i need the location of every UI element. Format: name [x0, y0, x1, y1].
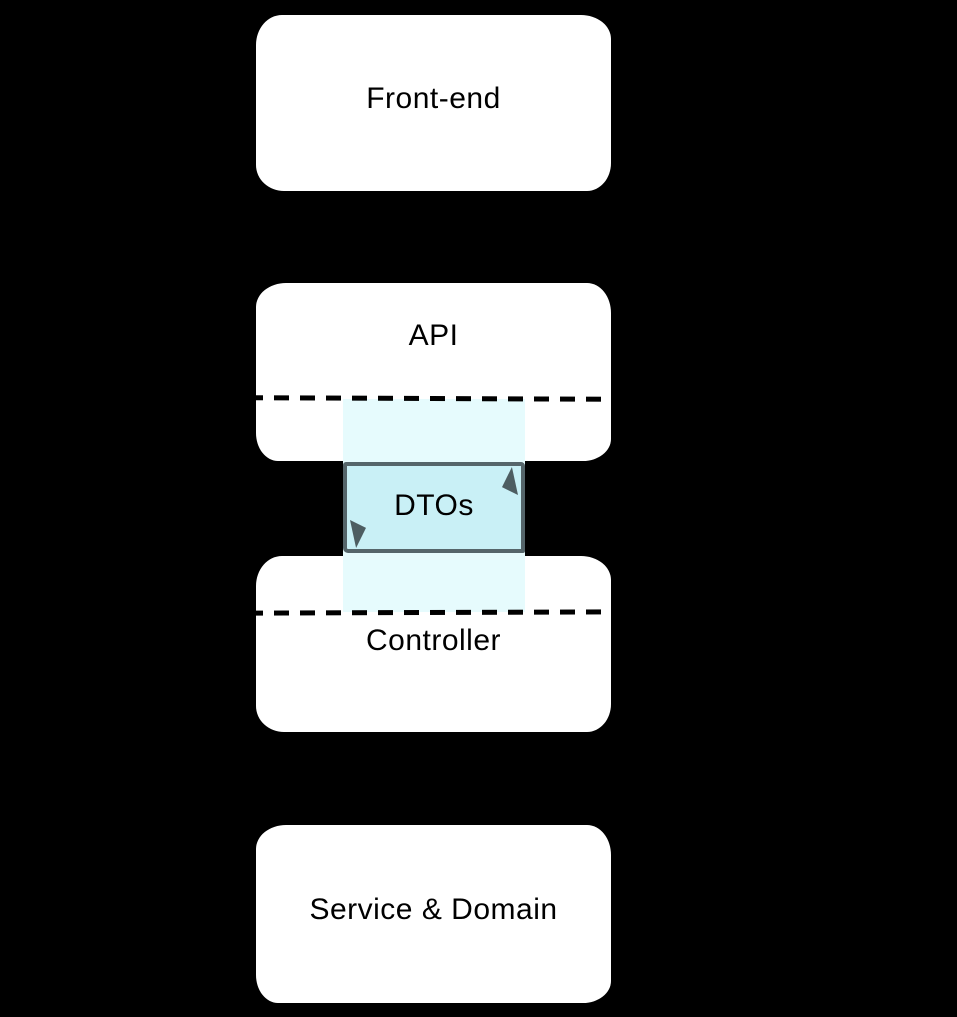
arrow-up-icon: [502, 467, 518, 495]
layer-label-dtos: DTOs: [394, 488, 474, 522]
layer-box-front-end: Front-end: [256, 15, 611, 191]
dto-box: DTOs: [343, 462, 525, 553]
layer-label-front-end: Front-end: [366, 82, 501, 115]
layer-label-api: API: [408, 319, 459, 352]
arrow-down-icon: [350, 520, 366, 548]
layer-label-controller: Controller: [365, 624, 502, 657]
layer-box-service-domain: Service & Domain: [256, 825, 611, 1003]
layer-label-service-domain: Service & Domain: [309, 893, 558, 926]
